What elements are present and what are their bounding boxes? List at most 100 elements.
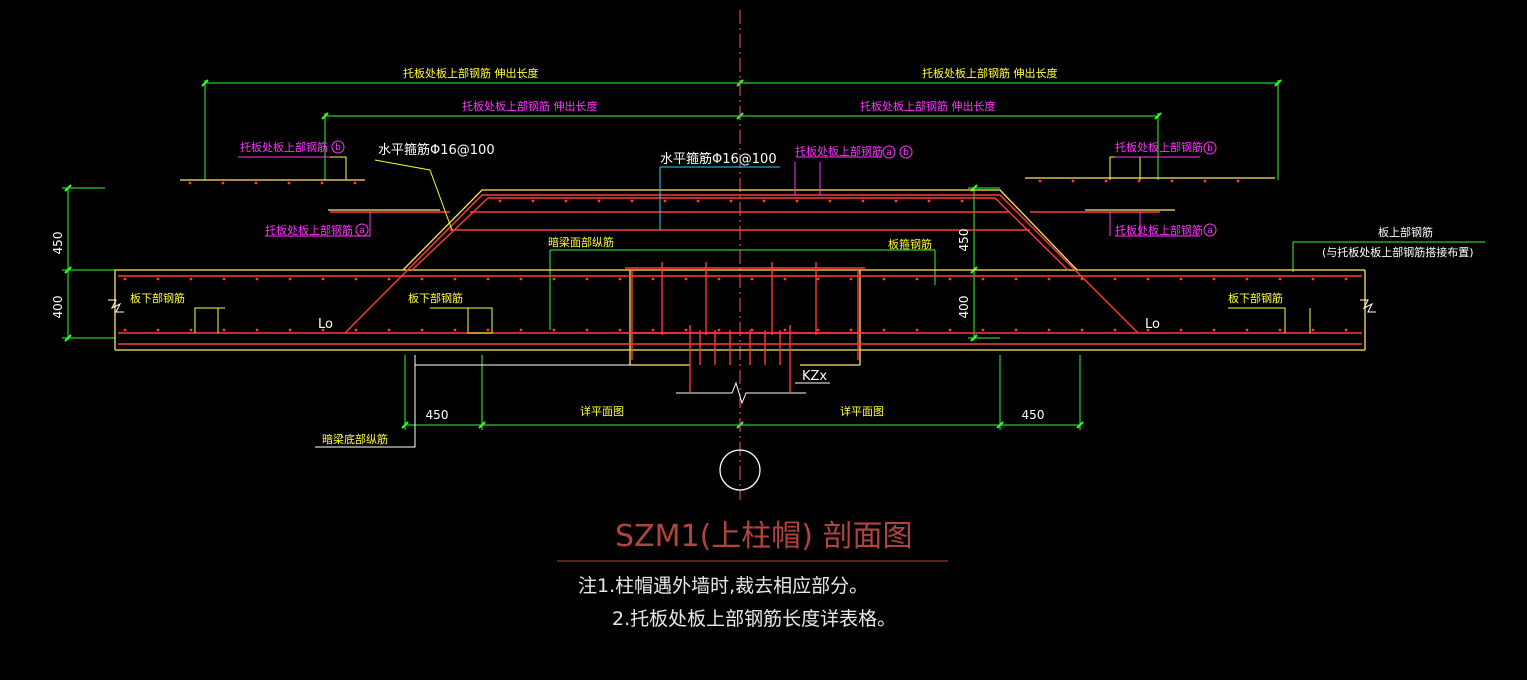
- label-column: KZx: [802, 369, 827, 384]
- magenta-labels: 托板处板上部钢筋 伸出长度 托板处板上部钢筋 伸出长度 托板处板上部钢筋 托板处…: [240, 99, 1203, 237]
- yellow-labels: 托板处板上部钢筋 伸出长度 托板处板上部钢筋 伸出长度 暗梁面部纵筋 板箍钢筋 …: [130, 66, 1283, 446]
- rebar-dot: [1311, 277, 1315, 281]
- rebar-dot: [564, 199, 568, 203]
- label-right-a-rebar: 托板处板上部钢筋: [1115, 223, 1203, 237]
- break-symbols: [108, 299, 1376, 405]
- rebar-dot: [651, 277, 655, 281]
- rebar-dot: [1212, 277, 1216, 281]
- label-hoop-left: 水平箍筋Φ16@100: [378, 142, 495, 158]
- dim-left-450: 450: [51, 232, 65, 255]
- dimension-labels: 450 400 450 400 450 450: [51, 229, 1044, 422]
- rebar-dot: [255, 328, 259, 332]
- rebar-dot: [1170, 179, 1174, 183]
- dim-mid-450: 450: [957, 229, 971, 252]
- rebar-dots-bottom-row: [123, 328, 1348, 332]
- rebar-dot: [420, 328, 424, 332]
- label-slab-top-rebar-note: (与托板处板上部钢筋搭接布置): [1322, 245, 1474, 259]
- leader-lines-yellow: [194, 156, 1311, 334]
- rebar-dot: [1137, 179, 1141, 183]
- dim-bottom-left-450: 450: [426, 408, 449, 422]
- rebar-dot: [783, 328, 787, 332]
- leader-lines-cyan: [659, 166, 780, 230]
- rebar-dot: [981, 277, 985, 281]
- rebar-dot: [1278, 277, 1282, 281]
- rebar-dot: [189, 328, 193, 332]
- rebar-dot: [1236, 179, 1240, 183]
- rebar-dots-panel-row: [188, 179, 1240, 203]
- label-lo-right: Lo: [1145, 317, 1160, 332]
- rebar-dot: [255, 277, 259, 281]
- rebar-dot: [1311, 328, 1315, 332]
- label-detail-right: 详平面图: [840, 404, 884, 418]
- concrete-outline: [114, 177, 1366, 366]
- rebar-dot: [696, 199, 700, 203]
- rebar-dot: [453, 277, 457, 281]
- note-line-2: 2.托板处板上部钢筋长度详表格。: [612, 608, 896, 630]
- note-line-1: 注1.柱帽遇外墙时,裁去相应部分。: [578, 575, 868, 597]
- label-top-right-outer: 托板处板上部钢筋 伸出长度: [922, 66, 1058, 80]
- rebar-dot: [597, 199, 601, 203]
- dimension-ticks: [64, 79, 1282, 429]
- rebar-dot: [717, 328, 721, 332]
- rebar-dot: [882, 277, 886, 281]
- rebar-lines: [118, 194, 1362, 392]
- label-center-ab-rebar: 托板处板上部钢筋: [795, 144, 883, 158]
- rebar-dot: [915, 277, 919, 281]
- rebar-dot: [894, 199, 898, 203]
- rebar-dot: [321, 277, 325, 281]
- rebar-dot: [552, 277, 556, 281]
- label-left-b-rebar: 托板处板上部钢筋: [240, 140, 328, 154]
- rebar-dot: [354, 277, 358, 281]
- rebar-dot: [288, 277, 292, 281]
- rebar-dot: [849, 277, 853, 281]
- tag-letters: b a a b b a: [335, 143, 1213, 236]
- rebar-dot: [1146, 328, 1150, 332]
- rebar-dot: [750, 328, 754, 332]
- drawing-title: SZM1(上柱帽) 剖面图: [615, 519, 913, 554]
- rebar-dot: [915, 328, 919, 332]
- rebar-dots-top-row: [123, 277, 1348, 281]
- rebar-dot: [1179, 277, 1183, 281]
- rebar-dot: [981, 328, 985, 332]
- rebar-dot: [222, 277, 226, 281]
- rebar-dot: [1278, 328, 1282, 332]
- rebar-dot: [1104, 179, 1108, 183]
- label-slab-edge-rebar: 板箍钢筋: [888, 237, 932, 251]
- rebar-dot: [498, 199, 502, 203]
- label-slab-bottom-right: 板下部钢筋: [1228, 291, 1283, 305]
- rebar-dot: [1212, 328, 1216, 332]
- rebar-dot: [420, 277, 424, 281]
- rebar-dot: [353, 181, 357, 185]
- rebar-dot: [1047, 328, 1051, 332]
- rebar-dot: [882, 328, 886, 332]
- rebar-dot: [585, 277, 589, 281]
- tag-b-center: b: [903, 148, 909, 158]
- rebar-dot: [618, 328, 622, 332]
- rebar-dot: [1113, 328, 1117, 332]
- rebar-dot: [1047, 277, 1051, 281]
- rebar-dot: [486, 328, 490, 332]
- rebar-dot: [795, 199, 799, 203]
- rebar-dot: [816, 328, 820, 332]
- rebar-dot: [320, 181, 324, 185]
- tag-a-center: a: [886, 148, 892, 158]
- label-slab-top-rebar: 板上部钢筋: [1378, 225, 1433, 239]
- rebar-dot: [156, 328, 160, 332]
- rebar-dot: [684, 277, 688, 281]
- rebar-dot: [1014, 277, 1018, 281]
- tag-circles: [331, 140, 1217, 237]
- rebar-dot: [651, 328, 655, 332]
- rebar-dot: [618, 277, 622, 281]
- rebar-dot: [1245, 277, 1249, 281]
- rebar-dot: [519, 328, 523, 332]
- rebar-dot: [729, 199, 733, 203]
- rebar-dot: [816, 277, 820, 281]
- rebar-dot: [663, 199, 667, 203]
- detail-marker-circle: [719, 449, 761, 491]
- rebar-dot: [861, 199, 865, 203]
- tag-a-left: a: [359, 226, 365, 236]
- rebar-dot: [750, 277, 754, 281]
- rebar-dot: [1014, 328, 1018, 332]
- rebar-dot: [287, 181, 291, 185]
